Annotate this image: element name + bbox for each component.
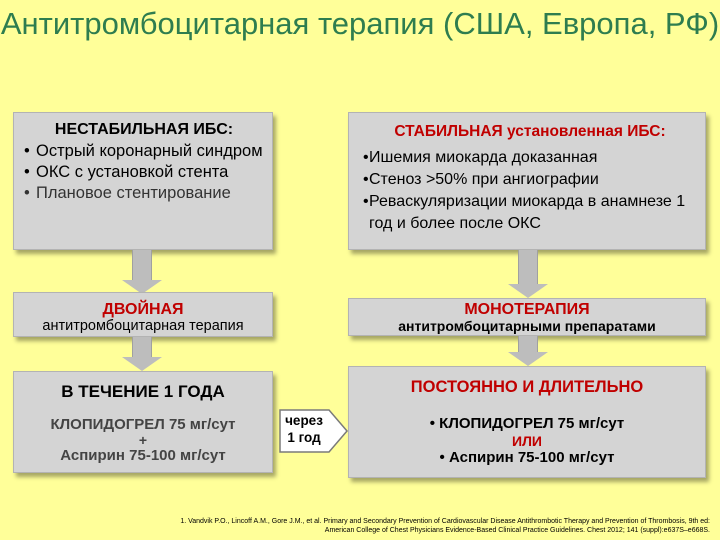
permanent-therapy-box: ПОСТОЯННО И ДЛИТЕЛЬНО • КЛОПИДОГРЕЛ 75 м…	[348, 366, 706, 478]
list-item: ОКС с установкой стента	[22, 162, 266, 183]
unstable-ihd-heading: НЕСТАБИЛЬНАЯ ИБС:	[54, 121, 234, 138]
aspirin-dose: • Аспирин 75-100 мг/сут	[439, 449, 615, 466]
or-label: ИЛИ	[512, 433, 542, 449]
stable-ihd-list: Ишемия миокарда доказанная Стеноз >50% п…	[361, 147, 699, 235]
unstable-ihd-list: Острый коронарный синдром ОКС с установк…	[22, 141, 266, 204]
monotherapy-box: МОНОТЕРАПИЯ антитромбоцитарными препарат…	[348, 298, 706, 336]
dual-therapy-title: ДВОЙНАЯ	[102, 301, 184, 318]
clopidogrel-dose: • КЛОПИДОГРЕЛ 75 мг/сут	[429, 415, 625, 432]
transition-label-line2: 1 год	[287, 430, 321, 445]
plus-sign: +	[138, 432, 148, 448]
stable-ihd-box: СТАБИЛЬНАЯ установленная ИБС: Ишемия мио…	[348, 112, 706, 250]
arrow-down-icon	[122, 250, 162, 294]
dual-therapy-box: ДВОЙНАЯ антитромбоцитарная терапия	[13, 292, 273, 337]
permanent-heading: ПОСТОЯННО И ДЛИТЕЛЬНО	[410, 378, 644, 396]
stable-ihd-heading-red: СТАБИЛЬНАЯ	[394, 123, 503, 140]
list-item: Реваскуляризации миокарда в анамнезе 1 г…	[361, 191, 699, 235]
transition-label: через 1 год	[281, 412, 327, 446]
aspirin-dose: Аспирин 75-100 мг/сут	[60, 447, 226, 464]
list-item: Стеноз >50% при ангиографии	[361, 169, 699, 191]
list-item: Ишемия миокарда доказанная	[361, 147, 699, 169]
arrow-down-icon	[508, 250, 548, 298]
arrow-down-icon	[122, 337, 162, 371]
transition-label-line1: через	[285, 413, 323, 428]
list-item: Плановое стентирование	[22, 183, 266, 204]
monotherapy-title: МОНОТЕРАПИЯ	[464, 301, 590, 318]
right-arrow-icon	[279, 409, 348, 453]
unstable-ihd-box: НЕСТАБИЛЬНАЯ ИБС: Острый коронарный синд…	[13, 112, 273, 250]
arrow-down-icon	[508, 336, 548, 366]
list-item: Острый коронарный синдром	[22, 141, 266, 162]
one-year-therapy-box: В ТЕЧЕНИЕ 1 ГОДА КЛОПИДОГРЕЛ 75 мг/сут +…	[13, 371, 273, 473]
stable-ihd-heading: СТАБИЛЬНАЯ установленная ИБС:	[361, 123, 699, 141]
one-year-heading: В ТЕЧЕНИЕ 1 ГОДА	[61, 382, 225, 401]
reference-footnote: 1. Vandvik P.O., Lincoff A.M., Gore J.M.…	[180, 518, 710, 534]
dual-therapy-subtitle: антитромбоцитарная терапия	[42, 318, 244, 334]
clopidogrel-dose: КЛОПИДОГРЕЛ 75 мг/сут	[50, 416, 236, 433]
monotherapy-subtitle: антитромбоцитарными препаратами	[398, 318, 656, 334]
stable-ihd-heading-rest: установленная ИБС:	[502, 123, 666, 140]
page-title: Антитромбоцитарная терапия (США, Европа,…	[0, 6, 720, 41]
